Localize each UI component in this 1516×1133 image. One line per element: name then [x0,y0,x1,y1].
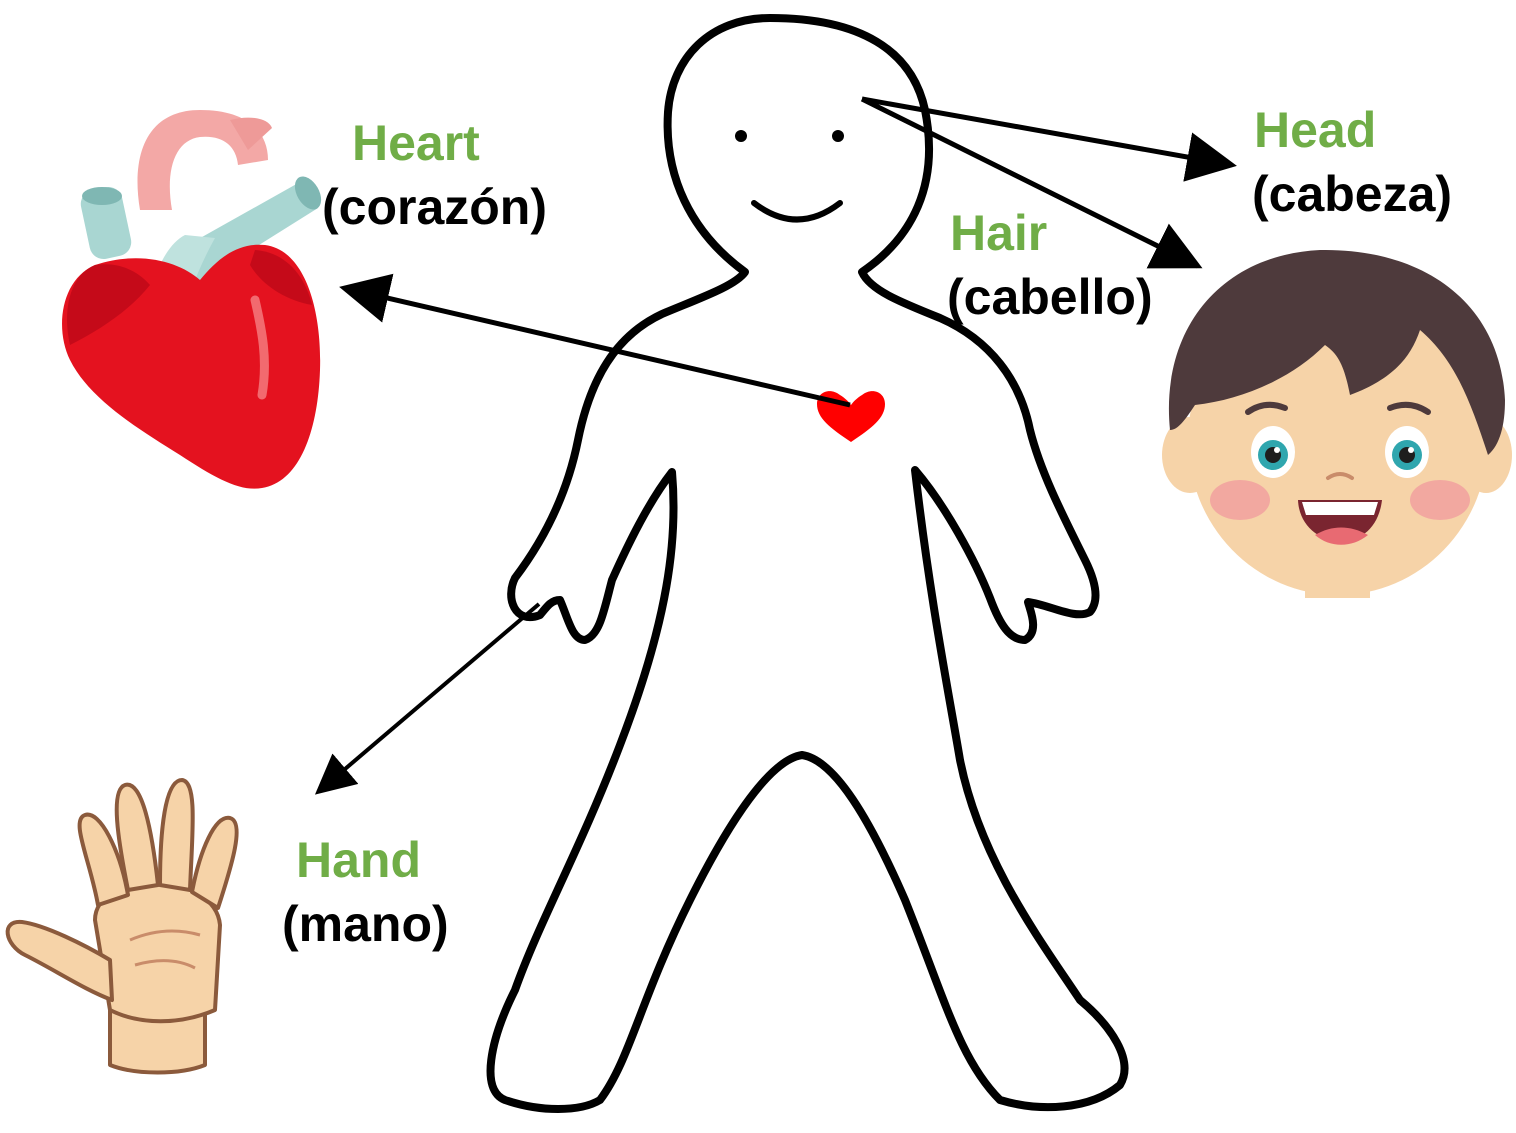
label-heart: Heart (corazón) [322,118,547,232]
heart-organ-icon [62,110,326,489]
label-hair-spanish: (cabello) [947,272,1153,322]
label-hair: Hair (cabello) [947,208,1153,322]
label-hand: Hand (mano) [282,835,449,949]
label-head: Head (cabeza) [1252,105,1452,219]
boy-face-icon [1162,250,1512,598]
label-heart-spanish: (corazón) [322,182,547,232]
arrow-to-hand [318,604,539,792]
label-hand-spanish: (mano) [282,899,449,949]
hand-icon [8,780,237,1073]
label-hair-english: Hair [950,208,1153,258]
label-head-spanish: (cabeza) [1252,169,1452,219]
label-hand-english: Hand [296,835,449,885]
label-heart-english: Heart [352,118,547,168]
label-head-english: Head [1254,105,1452,155]
